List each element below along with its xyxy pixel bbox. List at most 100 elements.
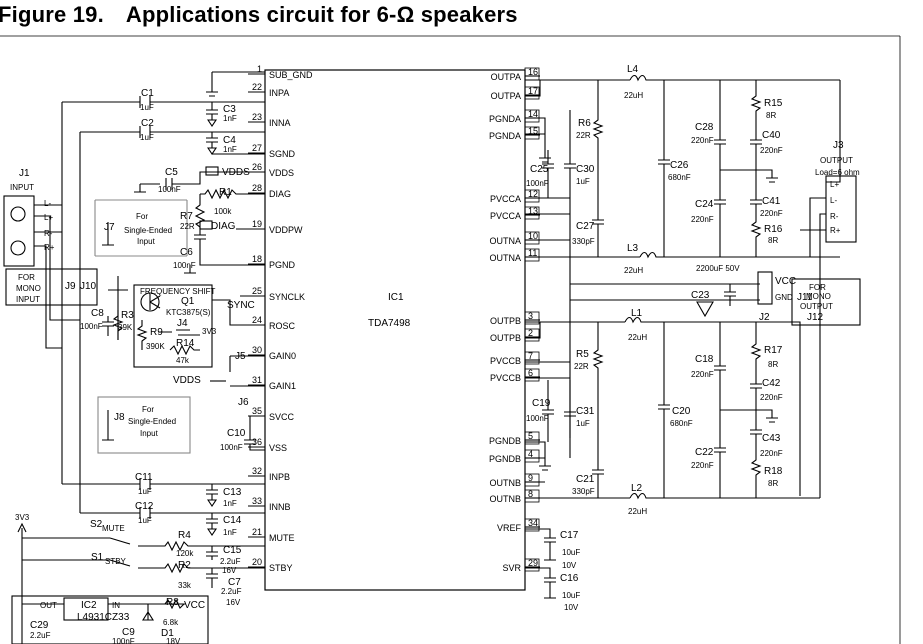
component-label: C13 <box>223 487 242 498</box>
ic1-pin-box <box>524 431 540 445</box>
ic1-pin-name: PVCCA <box>490 211 521 221</box>
ic1-pin-name: PVCCB <box>490 356 521 366</box>
ic1-pin-name: SGND <box>269 149 296 159</box>
component-label: FOR <box>18 273 35 282</box>
component-label: J12 <box>807 312 824 323</box>
component-labels: C11uFC21uFC31nFC41nFC5100nFVDDSR1100kDIA… <box>10 64 860 644</box>
component-label: 1nF <box>223 145 237 154</box>
component-label: 1nF <box>223 114 237 123</box>
input-jack-wires <box>34 204 80 349</box>
component-label: R+ <box>830 226 841 235</box>
component-label: J3 <box>833 140 844 151</box>
jack-left <box>10 206 26 222</box>
component-label: R7 <box>180 211 193 222</box>
cap-c15 <box>206 546 218 560</box>
component-label: 6.8k <box>163 618 179 627</box>
vdds-flag <box>205 166 219 176</box>
ic1-pin-number: 9 <box>528 473 533 483</box>
component-label: 16V <box>226 598 241 607</box>
component-label: C6 <box>180 247 193 258</box>
component-label: 1nF <box>223 499 237 508</box>
cap-c3 <box>206 102 218 127</box>
component-label: 47k <box>176 356 190 365</box>
wire-r3 <box>108 276 128 340</box>
ic1-pin-number: 24 <box>252 315 262 325</box>
component-label: 100nF <box>220 443 243 452</box>
cap-c8-res-r3 <box>102 310 124 340</box>
res-r1 <box>200 188 265 200</box>
ic1-pin-name: GAIN1 <box>269 381 296 391</box>
ic1-pin-number: 19 <box>252 219 262 229</box>
cap-c30 <box>564 110 576 214</box>
component-label: MONO <box>16 284 41 293</box>
ic1-pin-name: PGND <box>269 260 296 270</box>
diode-d1 <box>142 604 154 621</box>
ic1-pin-name: INPB <box>269 472 290 482</box>
ic1-body <box>264 69 526 591</box>
component-label: R5 <box>576 349 589 360</box>
ic1-pin-number: 4 <box>528 449 533 459</box>
cap-c7 <box>206 568 218 588</box>
figure-number: Figure 19. <box>0 2 104 27</box>
component-label: C7 <box>228 577 241 588</box>
ic1-pin-name: MUTE <box>269 533 295 543</box>
zobel-r17-c42-c43-r18 <box>750 322 762 498</box>
component-label: VDDS <box>173 375 201 386</box>
component-label: 100nF <box>112 637 135 644</box>
component-label: 680nF <box>670 419 693 428</box>
component-label: 220nF <box>760 449 783 458</box>
component-label: 22uH <box>624 91 643 100</box>
component-label: J1 <box>19 168 30 179</box>
cap-c20 <box>658 322 670 498</box>
component-label: 1uF <box>138 516 152 525</box>
component-label: J7 <box>104 222 115 233</box>
diag-flag <box>199 220 213 230</box>
ic2-body <box>63 597 109 621</box>
switch-s2-res-r4 <box>109 537 265 552</box>
ic1-pin-box <box>524 311 540 325</box>
cap-c4 <box>206 132 218 155</box>
component-label: 220nF <box>760 146 783 155</box>
ic1-pin-number: 3 <box>528 311 533 321</box>
arrow-3v3 <box>17 522 27 533</box>
ic1-pin-name: PGNDA <box>489 131 521 141</box>
component-label: R17 <box>764 345 783 356</box>
component-label: J10 <box>80 281 97 292</box>
ic1-pin-box <box>524 368 540 382</box>
ic1-right-pins: 16OUTPA17OUTPA14PGNDA15PGNDA12PVCCA13PVC… <box>489 67 540 573</box>
ic1-pin-name: PGNDB <box>489 436 521 446</box>
component-label: 330pF <box>572 487 595 496</box>
component-label: C40 <box>762 130 781 141</box>
gnd-c5 <box>134 184 146 193</box>
ic1-pin-box <box>524 126 540 140</box>
component-label: D1 <box>161 628 174 639</box>
component-label: C31 <box>576 406 595 417</box>
ic1-pin-number: 35 <box>252 406 262 416</box>
component-label: C18 <box>695 354 714 365</box>
component-label: R1 <box>219 187 232 198</box>
component-label: 220nF <box>691 136 714 145</box>
component-label: R9 <box>150 327 163 338</box>
component-label: 22R <box>180 222 195 231</box>
component-label: 1uF <box>138 487 152 496</box>
cap-c1 <box>139 96 151 108</box>
component-label: 100nF <box>526 179 549 188</box>
component-label: C19 <box>532 398 551 409</box>
component-label: R- <box>830 212 839 221</box>
res-r8 <box>164 598 185 610</box>
component-label: C17 <box>560 530 579 541</box>
component-label: OUT <box>40 601 57 610</box>
jumper-j4 <box>158 329 200 336</box>
inductor-l2 <box>629 492 820 500</box>
component-label: IN <box>112 601 120 610</box>
cap-c26 <box>658 80 670 257</box>
component-label: 8R <box>768 479 778 488</box>
input-jack-j1 <box>3 195 35 267</box>
res-r7-cap-c6 <box>194 194 265 266</box>
ic1-pin-number: 2 <box>528 328 533 338</box>
component-label: C24 <box>695 199 714 210</box>
connector-j2 <box>757 271 773 305</box>
component-label: 220nF <box>760 393 783 402</box>
ic1-pin-number: 36 <box>252 437 262 447</box>
component-label: VCC <box>775 276 796 287</box>
